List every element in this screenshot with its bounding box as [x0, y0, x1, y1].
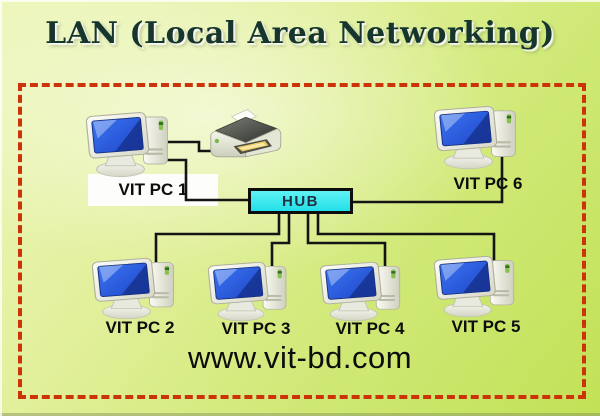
page-title: LAN (Local Area Networking): [45, 16, 555, 51]
hub-box: HUB: [248, 188, 353, 214]
computer-icon: [320, 260, 410, 322]
pc1-label: VIT PC 1: [118, 180, 188, 199]
computer-icon: [86, 110, 178, 178]
pc6-label: VIT PC 6: [453, 174, 523, 193]
computer-icon: [208, 260, 296, 322]
wire-hub-pc2: [154, 211, 281, 268]
pc3-label: VIT PC 3: [221, 319, 291, 338]
pc2-label: VIT PC 2: [105, 318, 175, 337]
computer-icon: [434, 104, 526, 170]
wire-hub-pc3: [270, 211, 291, 270]
wire-hub-pc4: [306, 211, 387, 270]
printer-icon: [202, 106, 286, 162]
pc4-label: VIT PC 4: [335, 319, 405, 338]
wire-pc1-hub: [162, 158, 251, 202]
computer-icon: [92, 256, 184, 320]
diagram-frame: [18, 83, 586, 399]
website-text: www.vit-bd.com: [187, 340, 413, 375]
pc1-label-box: VIT PC 1: [88, 174, 218, 206]
computer-icon: [434, 254, 524, 318]
hub-label: HUB: [282, 192, 319, 210]
wire-hub-pc5: [316, 211, 496, 264]
wire-hub-pc6: [350, 156, 504, 204]
pc5-label: VIT PC 5: [451, 317, 521, 336]
